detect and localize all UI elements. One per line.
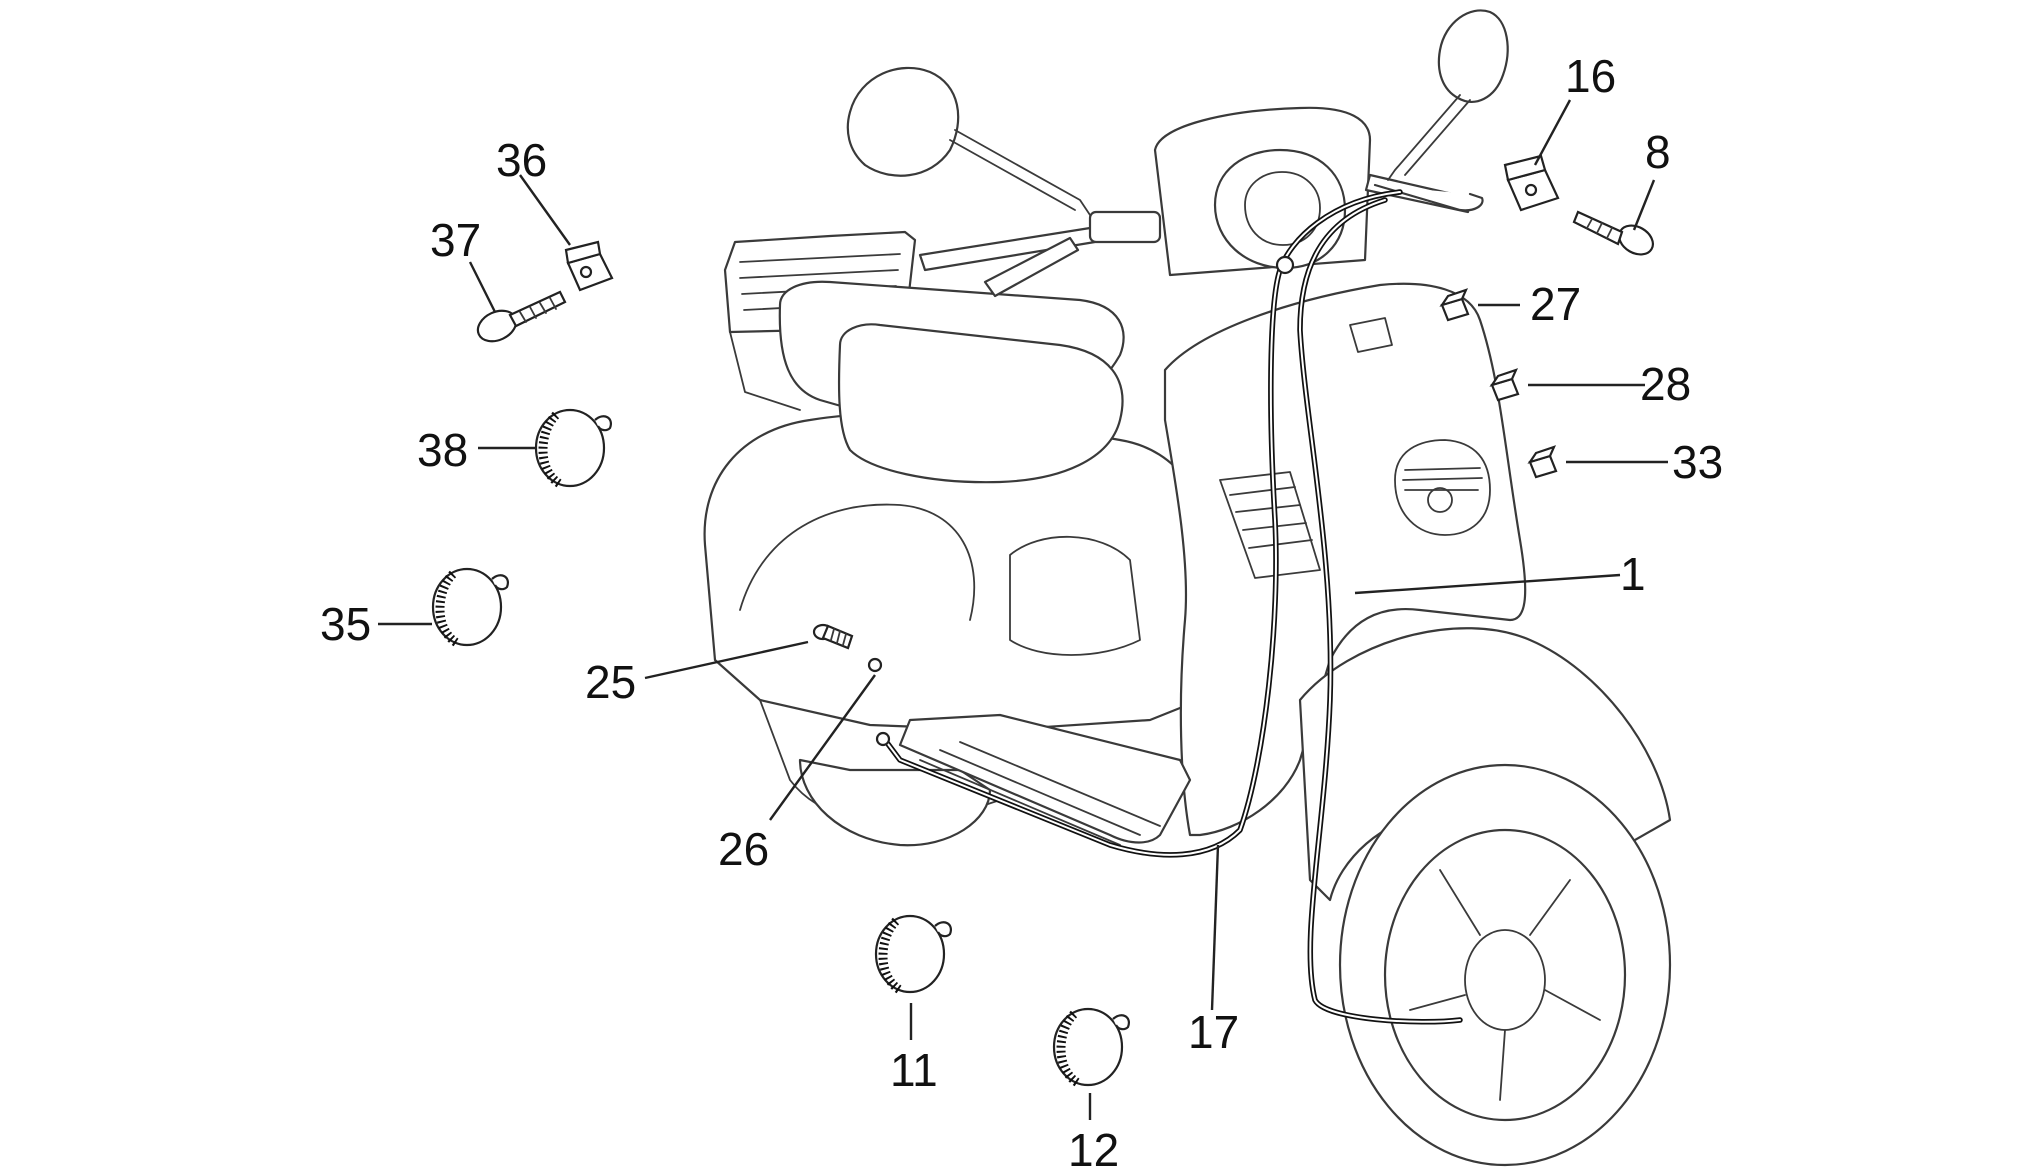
callout-labels: 1 8 11 12 16 17 25 26 27 28 33 35 36 37 … xyxy=(320,50,1723,1167)
leader-26 xyxy=(769,674,876,821)
grommet-26 xyxy=(867,657,883,673)
leader-17 xyxy=(1210,844,1220,1011)
clip-nut-36 xyxy=(564,240,614,292)
headset xyxy=(1153,106,1372,277)
callout-35: 35 xyxy=(320,598,371,650)
screw-25 xyxy=(812,623,854,650)
callout-12: 12 xyxy=(1068,1124,1119,1167)
leader-36 xyxy=(519,174,571,246)
callout-28: 28 xyxy=(1640,358,1691,410)
left-mirror xyxy=(846,67,1091,216)
leader-37 xyxy=(468,261,497,313)
leader-16 xyxy=(1533,99,1572,166)
screw-8 xyxy=(1572,210,1654,256)
leader-1 xyxy=(1354,573,1621,595)
callout-8: 8 xyxy=(1645,126,1671,178)
leg-shield xyxy=(1163,282,1527,837)
callout-17: 17 xyxy=(1188,1006,1239,1058)
clip-33 xyxy=(1527,445,1558,479)
callout-16: 16 xyxy=(1565,50,1616,102)
leader-8 xyxy=(1632,179,1656,231)
callout-1: 1 xyxy=(1620,548,1646,600)
seat xyxy=(778,280,1125,484)
callout-36: 36 xyxy=(496,134,547,186)
cable-runs xyxy=(875,189,1463,1025)
callout-27: 27 xyxy=(1530,278,1581,330)
cable-tie-35 xyxy=(431,567,509,647)
cable-tie-11 xyxy=(874,914,952,994)
handlebars xyxy=(918,173,1484,298)
clip-28 xyxy=(1489,368,1520,402)
clip-27 xyxy=(1439,288,1470,322)
callout-38: 38 xyxy=(417,424,468,476)
rear-wheel xyxy=(798,758,992,847)
clip-nut-16 xyxy=(1503,154,1560,212)
leader-25 xyxy=(644,640,809,680)
callout-33: 33 xyxy=(1672,436,1723,488)
callout-11: 11 xyxy=(890,1044,938,1096)
right-mirror xyxy=(1387,9,1509,181)
leader-lines xyxy=(378,99,1668,1120)
cable-tie-38 xyxy=(534,408,612,488)
callout-26: 26 xyxy=(718,823,769,875)
floorboard xyxy=(898,713,1192,846)
screw-37 xyxy=(476,290,567,343)
front-wheel xyxy=(1338,763,1672,1167)
scooter-illustration xyxy=(703,9,1672,1167)
loose-parts xyxy=(431,154,1654,1087)
callout-25: 25 xyxy=(585,656,636,708)
callout-37: 37 xyxy=(430,214,481,266)
cable-tie-12 xyxy=(1052,1007,1130,1087)
